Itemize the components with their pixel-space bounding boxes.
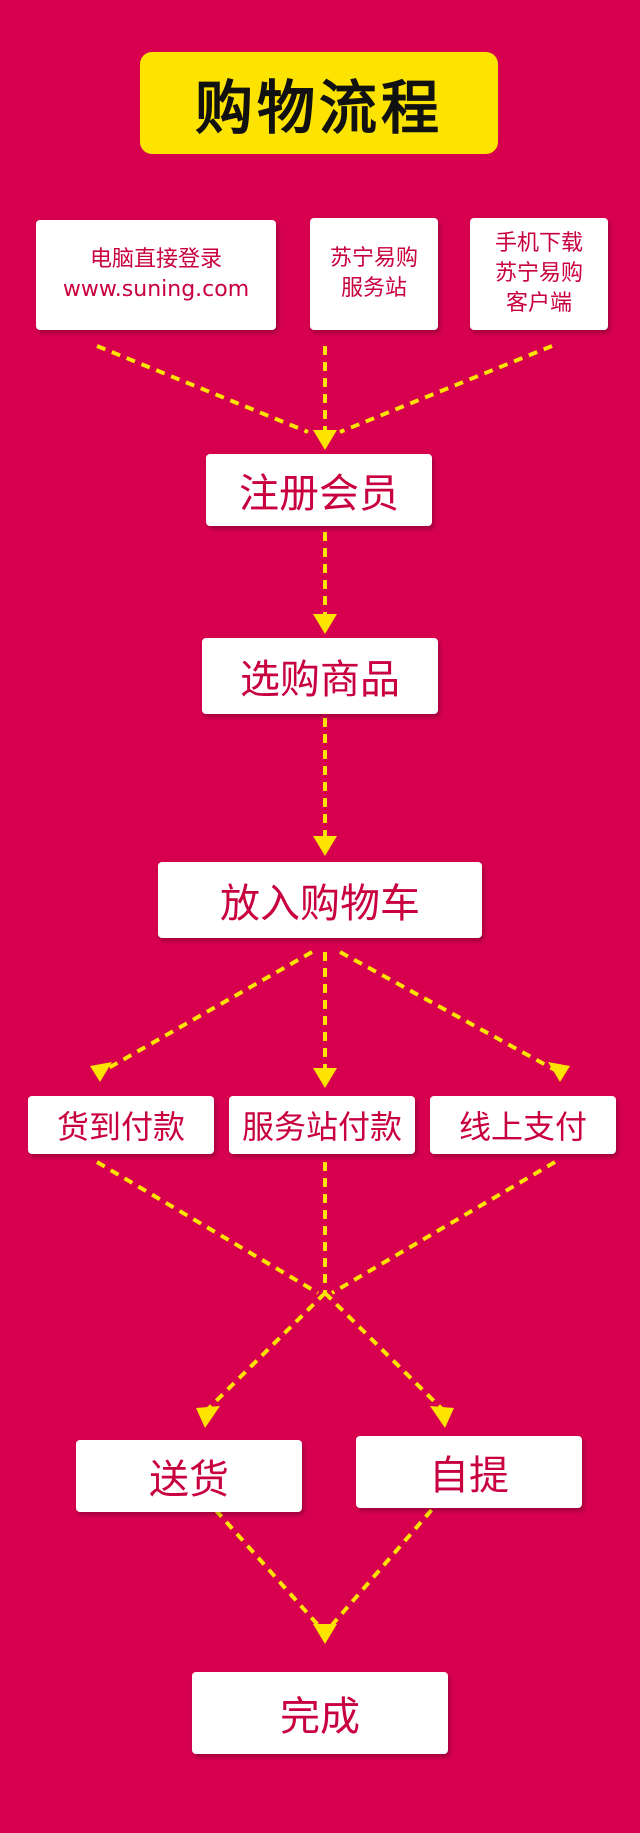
arrow-cod-cross [95,1160,320,1295]
step-register: 注册会员 [206,454,432,526]
arrow-online-cross [330,1160,557,1295]
source-box-app: 手机下载 苏宁易购 客户端 [470,218,608,330]
payment-cod-label: 货到付款 [56,1108,185,1146]
payment-cod: 货到付款 [28,1096,214,1154]
step-cart: 放入购物车 [158,862,482,938]
arrowhead-online [548,1062,570,1082]
delivery-ship: 送货 [76,1440,302,1512]
payment-online-label: 线上支付 [458,1108,587,1146]
arrow-cart-online [339,950,556,1072]
delivery-pickup: 自提 [356,1436,582,1508]
arrowhead-cod [90,1062,112,1082]
step-cart-label: 放入购物车 [220,881,420,927]
payment-station: 服务站付款 [229,1096,415,1154]
source-pc-line1: 电脑直接登录 [89,247,222,272]
step-finish: 完成 [192,1672,448,1754]
arrowhead-register [313,430,337,450]
arrow-cross-ship [203,1291,327,1414]
payment-station-label: 服务站付款 [241,1108,402,1146]
step-select: 选购商品 [202,638,438,714]
arrowhead-finish [313,1624,337,1644]
arrow-source1-register [96,344,309,434]
arrowhead-station [313,1068,337,1088]
delivery-pickup-label: 自提 [429,1453,509,1499]
arrow-ship-finish [203,1496,320,1627]
arrow-source3-register [339,344,553,434]
source-app-line2: 苏宁易购 [494,261,583,286]
page-title: 购物流程 [140,52,498,154]
source-pc-line2: www.suning.com [62,277,250,302]
source-box-station: 苏宁易购 服务站 [310,218,438,330]
arrowhead-cart [313,836,337,856]
source-app-line1: 手机下载 [494,231,583,256]
delivery-ship-label: 送货 [149,1457,229,1503]
arrowhead-pickup [430,1406,454,1428]
step-finish-label: 完成 [280,1694,360,1740]
arrow-pickup-finish [330,1496,444,1627]
step-register-label: 注册会员 [239,471,399,517]
title-text: 购物流程 [194,74,443,142]
source-station-line1: 苏宁易购 [329,246,418,271]
source-app-line3: 客户端 [505,291,572,316]
arrowhead-select [313,614,337,634]
payment-online: 线上支付 [430,1096,616,1154]
arrow-cross-pickup [323,1291,447,1414]
source-box-pc: 电脑直接登录 www.suning.com [36,220,276,330]
arrowhead-ship [196,1406,220,1428]
source-station-line2: 服务站 [340,276,407,301]
arrow-cart-cod [104,950,313,1072]
step-select-label: 选购商品 [240,657,400,703]
